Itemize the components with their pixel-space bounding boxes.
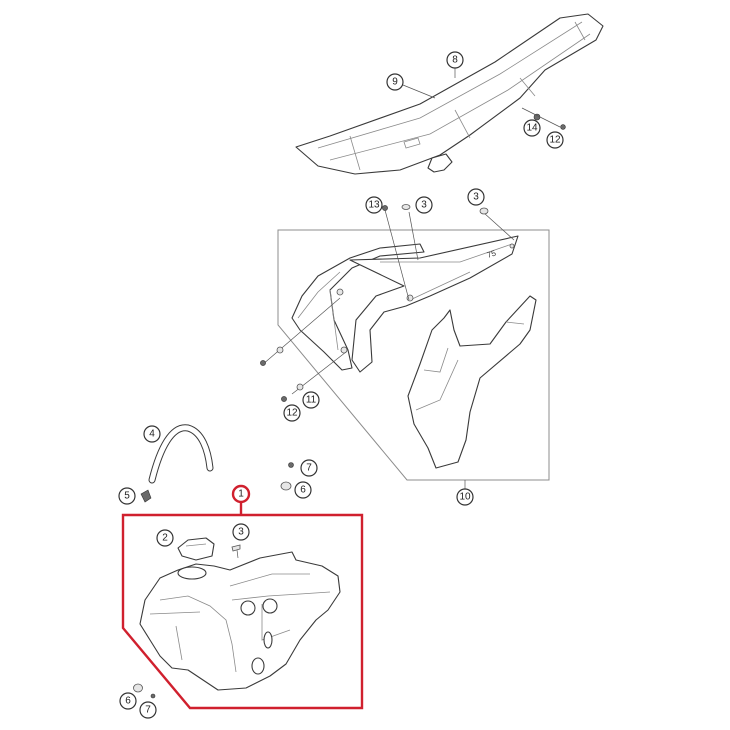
callout-3-panel-a[interactable]: 3: [415, 196, 433, 214]
callout-1[interactable]: 1: [231, 484, 251, 504]
hose-clamp[interactable]: [140, 489, 152, 503]
callout-12-seat[interactable]: 12: [546, 131, 564, 149]
seat-part[interactable]: [295, 13, 604, 175]
fuel-hose[interactable]: [148, 424, 214, 484]
left-side-panel[interactable]: [291, 243, 425, 371]
svg-text:2: 2: [162, 533, 168, 544]
callout-4[interactable]: 4: [143, 425, 161, 443]
svg-text:8: 8: [452, 55, 458, 66]
tank-screw[interactable]: [231, 544, 241, 559]
svg-text:75: 75: [486, 248, 498, 259]
callout-7-upper[interactable]: 7: [300, 459, 318, 477]
svg-text:6: 6: [300, 485, 306, 496]
callout-3-panel-b[interactable]: 3: [467, 188, 485, 206]
svg-text:6: 6: [125, 696, 131, 707]
grommet-and-screw-upper[interactable]: [280, 462, 294, 491]
grommet-and-screw-lower[interactable]: [133, 683, 156, 699]
svg-text:5: 5: [124, 491, 130, 502]
callout-5[interactable]: 5: [118, 487, 136, 505]
lower-side-panel[interactable]: [407, 295, 537, 469]
callout-9[interactable]: 9: [386, 73, 404, 91]
svg-text:7: 7: [145, 705, 151, 716]
callout-2[interactable]: 2: [156, 529, 174, 547]
callout-11[interactable]: 11: [302, 391, 320, 409]
svg-text:12: 12: [286, 408, 298, 419]
svg-text:3: 3: [238, 527, 244, 538]
svg-text:9: 9: [392, 77, 398, 88]
svg-text:3: 3: [473, 192, 479, 203]
callout-14[interactable]: 14: [523, 119, 541, 137]
svg-text:1: 1: [238, 489, 244, 500]
svg-text:4: 4: [149, 429, 155, 440]
callout-10[interactable]: 10: [456, 488, 474, 506]
callout-6-lower[interactable]: 6: [119, 692, 137, 710]
panel-hardware[interactable]: [260, 204, 489, 402]
svg-text:14: 14: [526, 123, 538, 134]
callout-3-tank[interactable]: 3: [232, 523, 250, 541]
callout-12-panel[interactable]: 12: [283, 404, 301, 422]
upper-side-cover[interactable]: 75: [349, 235, 519, 373]
fuel-tank-assembly-box: [121, 513, 364, 710]
seat-hardware[interactable]: [521, 107, 566, 130]
svg-text:11: 11: [306, 395, 317, 406]
callout-7-lower[interactable]: 7: [139, 701, 157, 719]
callout-6-upper[interactable]: 6: [294, 481, 312, 499]
svg-text:10: 10: [459, 492, 471, 503]
fuel-cap[interactable]: [177, 537, 215, 561]
svg-text:12: 12: [549, 135, 561, 146]
svg-text:13: 13: [368, 200, 380, 211]
callout-13[interactable]: 13: [365, 196, 383, 214]
side-panels-group-box: [277, 229, 550, 481]
fuel-tank[interactable]: [139, 551, 341, 691]
svg-text:7: 7: [306, 463, 312, 474]
svg-text:3: 3: [421, 200, 427, 211]
callout-8[interactable]: 8: [446, 51, 464, 69]
